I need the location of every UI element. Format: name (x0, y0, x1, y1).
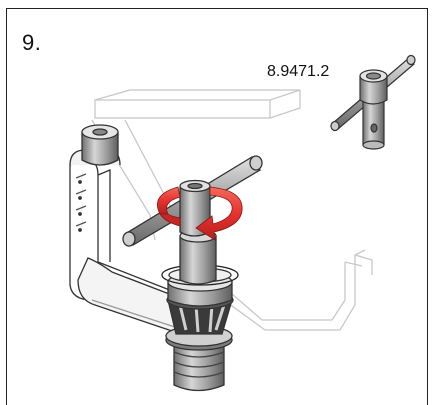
step-number: 9. (22, 30, 42, 55)
tool-part-number: 8.9471.2 (267, 63, 330, 80)
wrench-in-valve (122, 155, 263, 285)
illustration-frame (6, 8, 428, 405)
cistern-outline (91, 89, 373, 331)
clockwise-rotation-arrow-icon (156, 186, 243, 241)
t-handle-socket-wrench-icon (330, 54, 416, 150)
flush-valve-housing (69, 124, 121, 301)
